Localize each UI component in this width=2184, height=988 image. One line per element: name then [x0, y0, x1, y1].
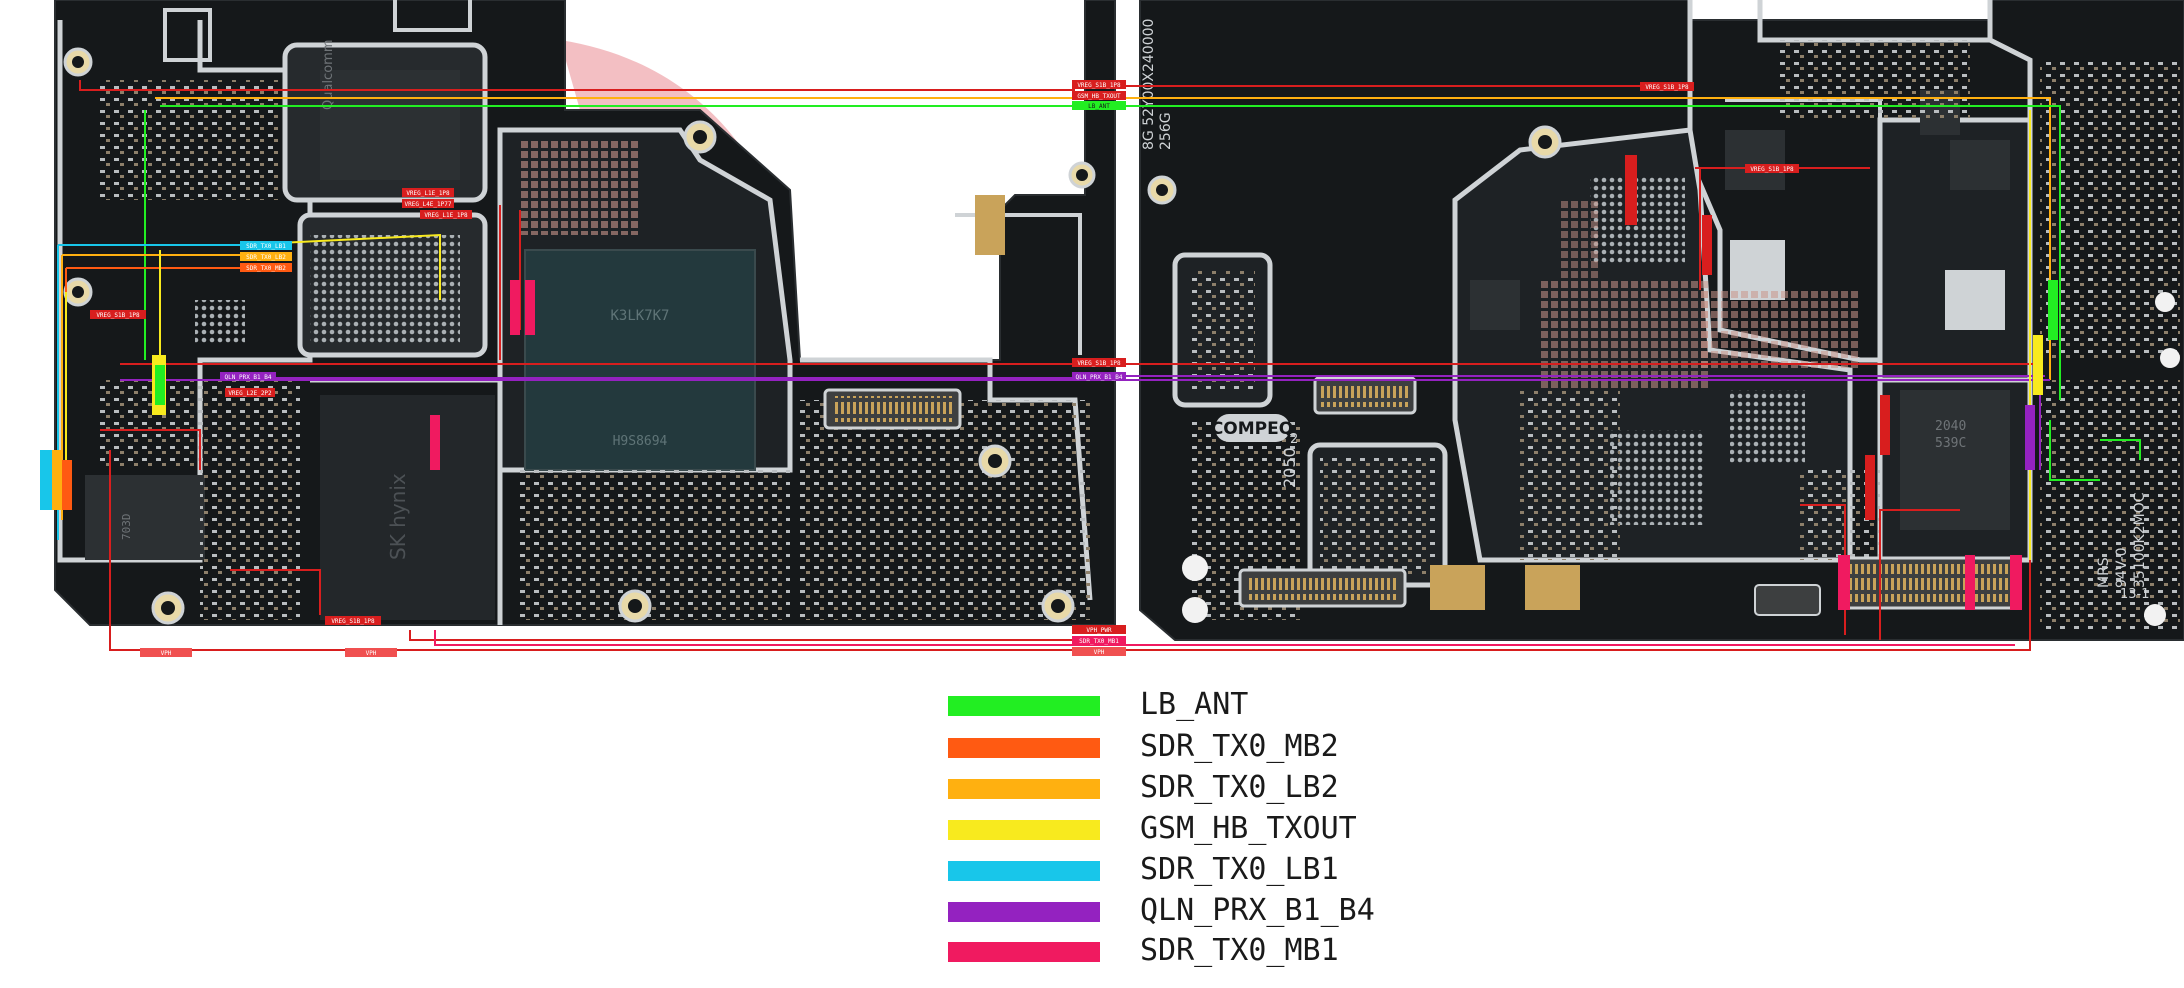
tag-sdr-tx0-lb1: SDR_TX0_LB1 [246, 243, 286, 250]
legend-swatch [948, 902, 1100, 922]
net-markers [40, 155, 2058, 610]
tag-sdr-tx0-mb1: SDR_TX0_MB1 [1079, 638, 1119, 645]
legend-label: SDR_TX0_LB2 [1140, 770, 1339, 805]
board-code-1: 8G 52Y00X240000 [1141, 19, 1157, 150]
tag-vreg-s1b-top: VREG_S1B_1P8 [1077, 82, 1121, 89]
legend-swatch [948, 696, 1100, 716]
legend-item-qln-prx-b1-b4: QLN_PRX_B1_B4 [948, 894, 1548, 928]
legend-label: SDR_TX0_LB1 [1140, 852, 1339, 887]
right-board: 2040 539C [1139, 0, 2184, 641]
legend-item-sdr-tx0-lb1: SDR_TX0_LB1 [948, 853, 1548, 887]
skhynix-mark: SK hynix [386, 473, 410, 560]
legend-swatch [948, 738, 1100, 758]
tag-vreg-l1e: VREG_L1E_1P8 [406, 190, 450, 197]
tag-vph: VPH [1094, 649, 1105, 656]
chip-703d: 703D [120, 514, 133, 541]
tag-qln-mid: QLN_PRX_B1_B4 [1076, 374, 1123, 381]
legend-swatch [948, 861, 1100, 881]
chip-label-h: H9S8694 [613, 434, 668, 449]
tag-vreg-bottom: VREG_S1B_1P8 [331, 618, 375, 625]
legend-label: SDR_TX0_MB2 [1140, 729, 1339, 764]
legend-item-sdr-tx0-mb2: SDR_TX0_MB2 [948, 730, 1548, 764]
tag-qln-prx-left: QLN_PRX_B1_B4 [225, 374, 272, 381]
legend-swatch [948, 779, 1100, 799]
tag-vreg-mid: VREG_S1B_1P8 [1077, 360, 1121, 367]
rev-mark: 94V-0 [2114, 547, 2130, 588]
chip-label-k: K3LK7K7 [610, 308, 669, 324]
legend-item-sdr-tx0-lb2: SDR_TX0_LB2 [948, 771, 1548, 805]
tag-vph-b2: VPH [366, 650, 377, 657]
tag-vreg-l4e: VREG_L4E_1P77 [405, 201, 452, 208]
qualcomm-mark: Qualcomm [321, 40, 336, 110]
legend-label: GSM_HB_TXOUT [1140, 811, 1357, 846]
tag-gsm-hb-txout: GSM_HB_TXOUT [1077, 93, 1121, 100]
tag-vreg-l2e: VREG_L2E_2P2 [228, 390, 272, 397]
tag-vph-pwr: VPH_PWR [1086, 627, 1112, 634]
tag-vreg-top-right: VREG_S1B_1P8 [1645, 84, 1689, 91]
net-tags: VREG_S1B_1P8 GSM_HB_TXOUT LB_ANT VREG_S1… [90, 80, 1799, 657]
board-code-2: 256G [1158, 112, 1174, 150]
pcb-diagram: Qualcomm K3LK7K7 H9S8694 SK hynix 703D [40, 0, 2184, 657]
legend-item-lb-ant: LB_ANT [948, 688, 1548, 722]
legend-label: QLN_PRX_B1_B4 [1140, 893, 1375, 928]
tag-vreg-right: VREG_S1B_1P8 [1750, 166, 1794, 173]
tag-lb-ant: LB_ANT [1088, 103, 1110, 110]
part-mark: 35100K2MOC [2132, 492, 2148, 588]
legend-swatch [948, 942, 1100, 962]
tag-vreg-left: VREG_S1B_1P8 [96, 312, 140, 319]
legend-item-sdr-tx0-mb1: SDR_TX0_MB1 [948, 934, 1548, 968]
tag-vph-b1: VPH [161, 650, 172, 657]
date-mark: 13-1 [2120, 587, 2150, 602]
compeq-logo: COMPEQ [1211, 419, 1293, 439]
legend-label: SDR_TX0_MB1 [1140, 933, 1339, 968]
legend-swatch [948, 820, 1100, 840]
compeq-code: 2050 [1280, 447, 1299, 488]
legend-item-gsm-hb-txout: GSM_HB_TXOUT [948, 812, 1548, 846]
mrs-mark: MRS [2096, 557, 2112, 588]
tag-sdr-tx0-mb2: SDR_TX0_MB2 [246, 265, 286, 272]
tag-vreg-l1e-2: VREG_L1E_1P8 [424, 212, 468, 219]
legend-label: LB_ANT [1140, 687, 1249, 722]
tag-sdr-tx0-lb2: SDR_TX0_LB2 [246, 254, 286, 261]
left-board: Qualcomm K3LK7K7 H9S8694 SK hynix 703D [54, 0, 1116, 626]
chip-539c: 539C [1935, 436, 1966, 451]
compeq-sub: 2 [1290, 432, 1298, 447]
chip-2040: 2040 [1935, 419, 1966, 434]
